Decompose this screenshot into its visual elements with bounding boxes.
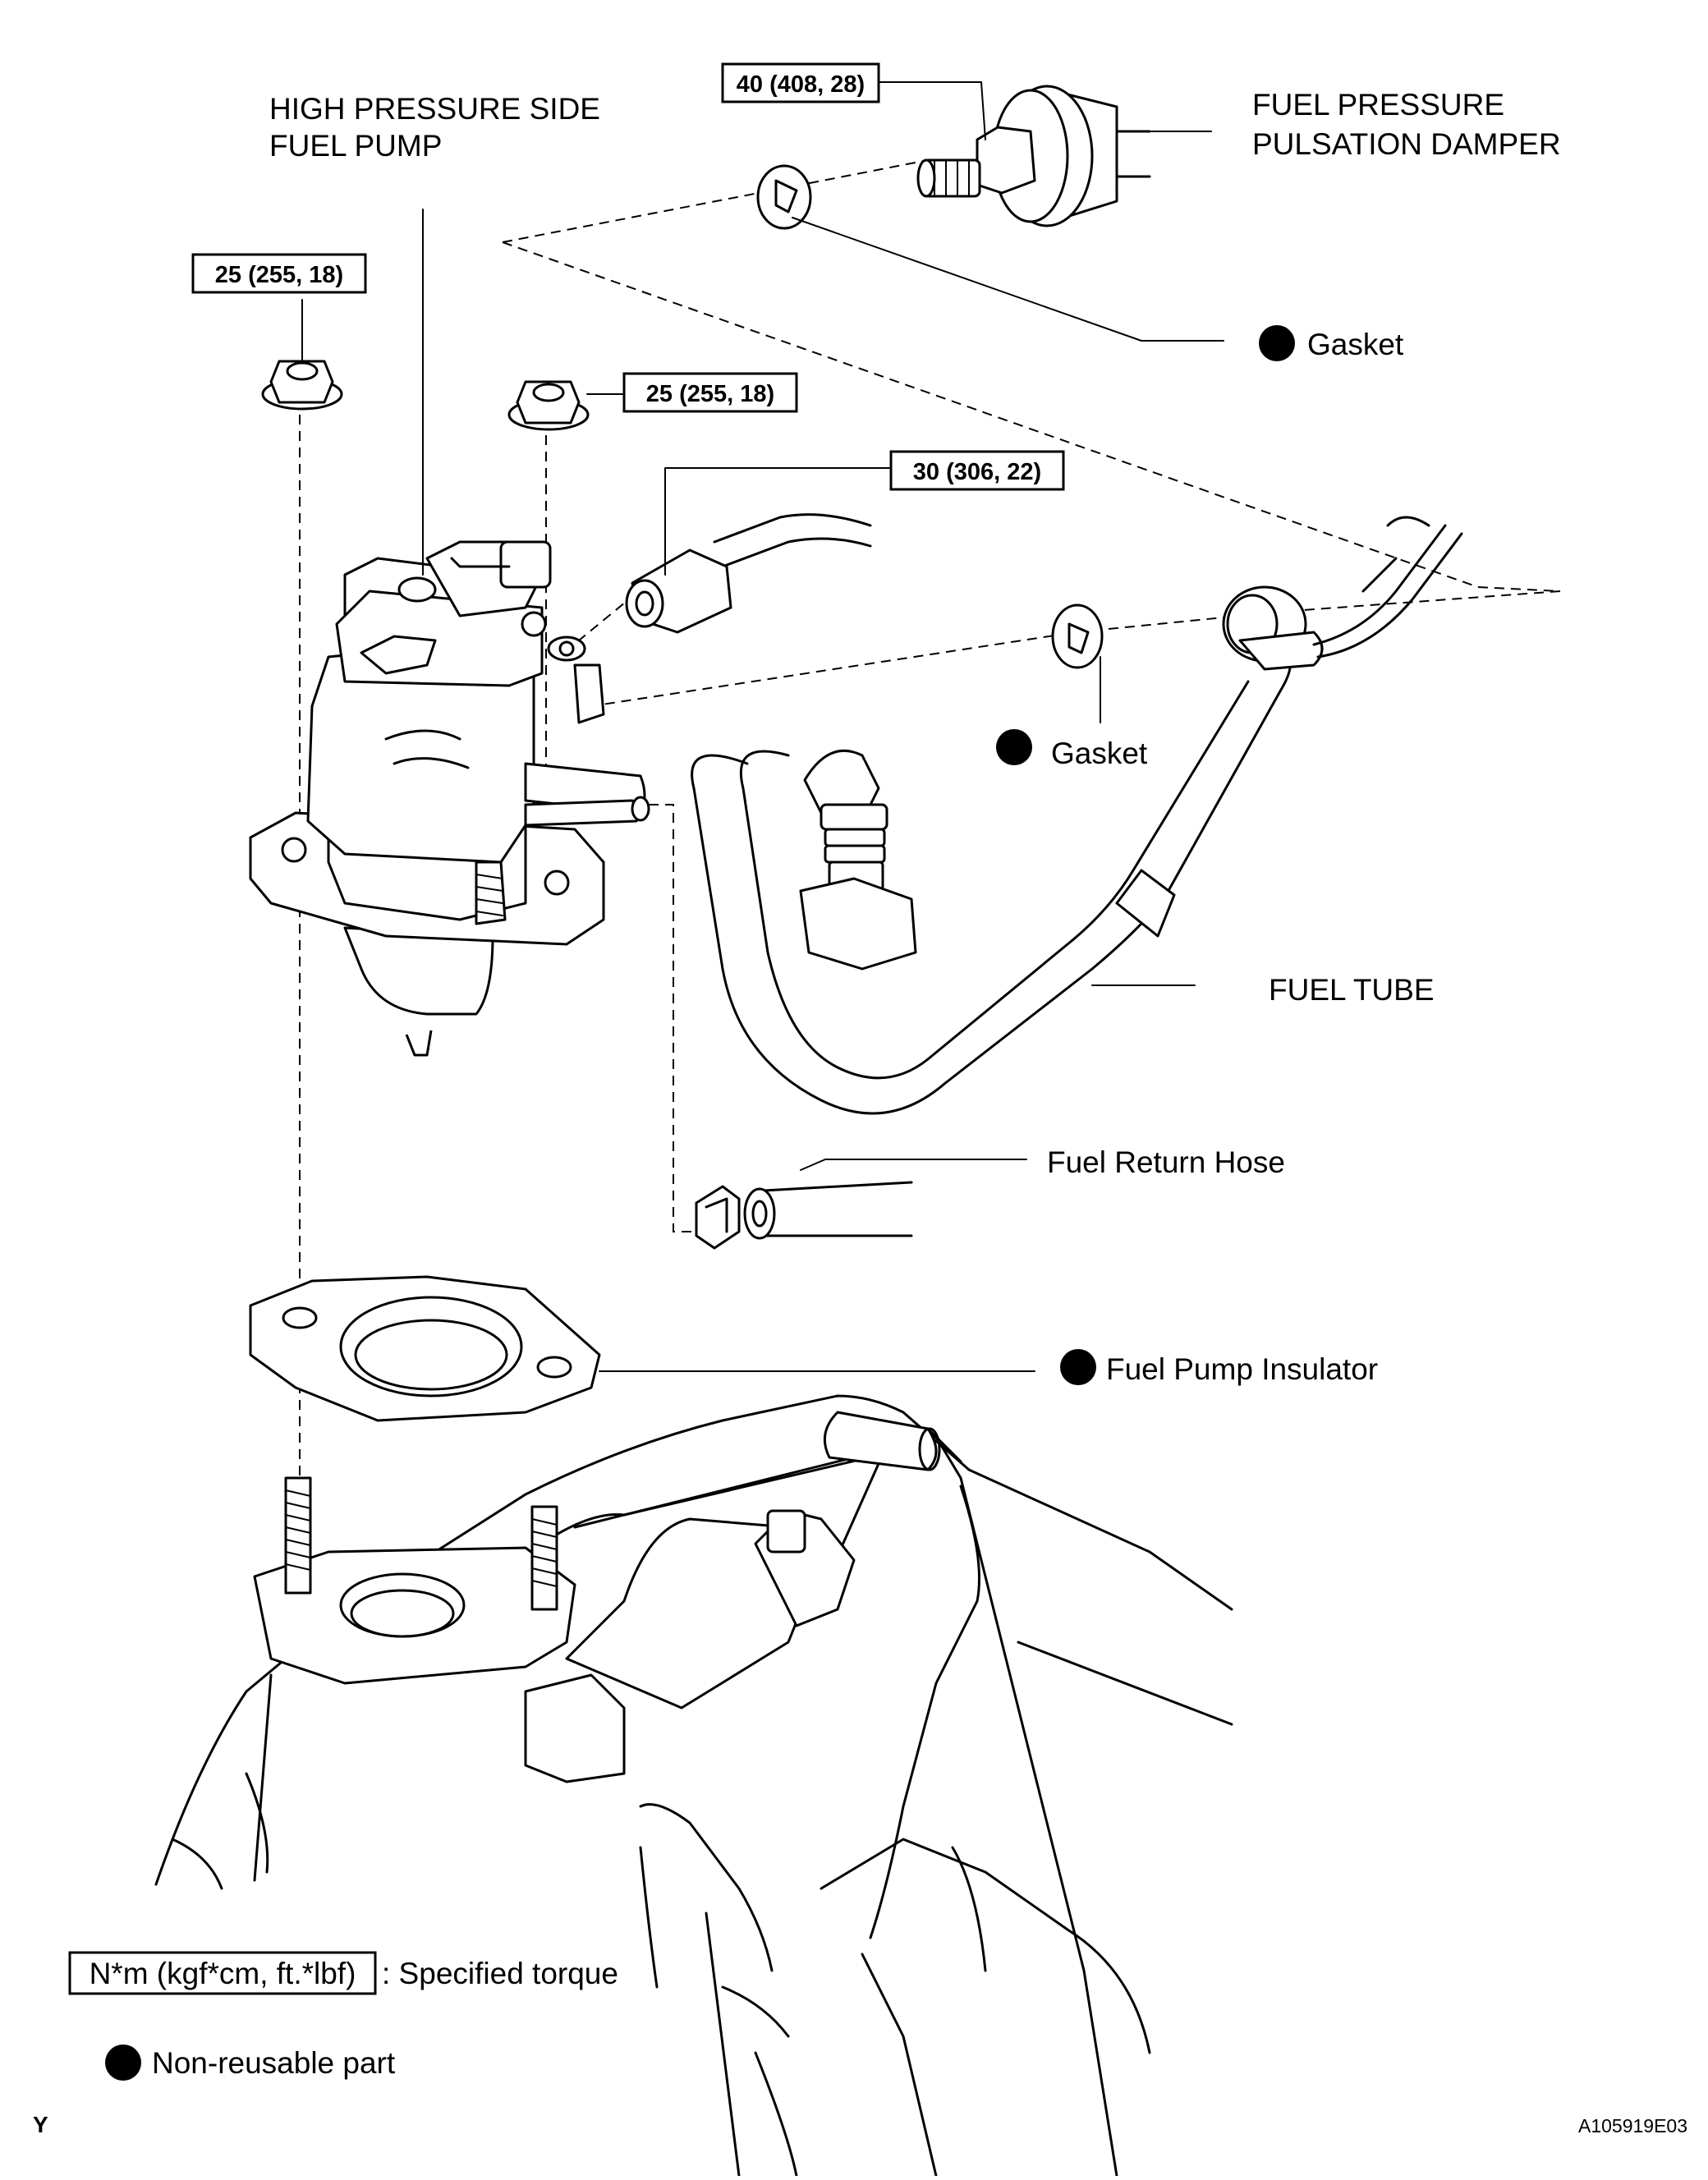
legend-non-reusable: Non-reusable part — [152, 2046, 396, 2080]
torque-box-nut-left: 25 (255, 18) — [191, 253, 367, 294]
label-hp-pump-line1: HIGH PRESSURE SIDE — [269, 92, 600, 126]
torque-box-damper: 40 (408, 28) — [721, 62, 880, 103]
alignment-lines — [299, 159, 1561, 1482]
engine-block-drawing — [154, 1394, 1233, 2178]
non-reusable-dot-icon — [1259, 325, 1295, 361]
fuel-pump-insulator-drawing — [249, 1275, 601, 1422]
fuel-tube-drawing — [691, 516, 1463, 1115]
torque-box-union: 30 (306, 22) — [889, 450, 1065, 491]
label-damper-line2: PULSATION DAMPER — [1252, 127, 1561, 161]
damper-gasket-drawing — [756, 164, 812, 230]
legend-torque-unit: N*m (kgf*cm, ft.*lbf) — [90, 1957, 356, 1990]
legend: N*m (kgf*cm, ft.*lbf) : Specified torque… — [68, 1951, 618, 2081]
tube-gasket-drawing — [1051, 604, 1104, 669]
label-gasket-top: Gasket — [1307, 328, 1404, 361]
mounting-nut-right-drawing — [507, 380, 590, 431]
label-gasket-mid: Gasket — [1051, 737, 1148, 770]
torque-box-nut-right: 25 (255, 18) — [622, 372, 798, 413]
label-damper-line1: FUEL PRESSURE — [1252, 88, 1504, 122]
high-pressure-fuel-pump-drawing — [249, 540, 650, 1057]
union-fitting-drawing — [625, 513, 872, 634]
leader-lines — [301, 81, 1224, 1372]
torque-nut-right: 25 (255, 18) — [646, 381, 774, 407]
legend-torque-text: : Specified torque — [382, 1957, 618, 1990]
torque-nut-left: 25 (255, 18) — [215, 262, 343, 288]
non-reusable-dot-icon — [996, 729, 1032, 765]
label-hp-pump-line2: FUEL PUMP — [269, 129, 442, 163]
pulsation-damper-drawing — [916, 85, 1151, 227]
torque-damper: 40 (408, 28) — [737, 71, 865, 98]
legend-torque-box — [68, 1951, 377, 1995]
label-fuel-return-hose: Fuel Return Hose — [1047, 1145, 1285, 1179]
non-reusable-dot-icon — [1060, 1349, 1096, 1385]
corner-mark: Y — [33, 2112, 48, 2137]
non-reusable-dot-icon — [105, 2045, 141, 2081]
figure-code: A105919E03 — [1578, 2115, 1687, 2136]
mounting-nut-left-drawing — [261, 360, 343, 411]
torque-union: 30 (306, 22) — [913, 459, 1041, 485]
fuel-return-hose-drawing — [695, 1181, 913, 1250]
label-fuel-tube: FUEL TUBE — [1269, 973, 1435, 1007]
label-fuel-pump-insulator: Fuel Pump Insulator — [1106, 1352, 1378, 1386]
